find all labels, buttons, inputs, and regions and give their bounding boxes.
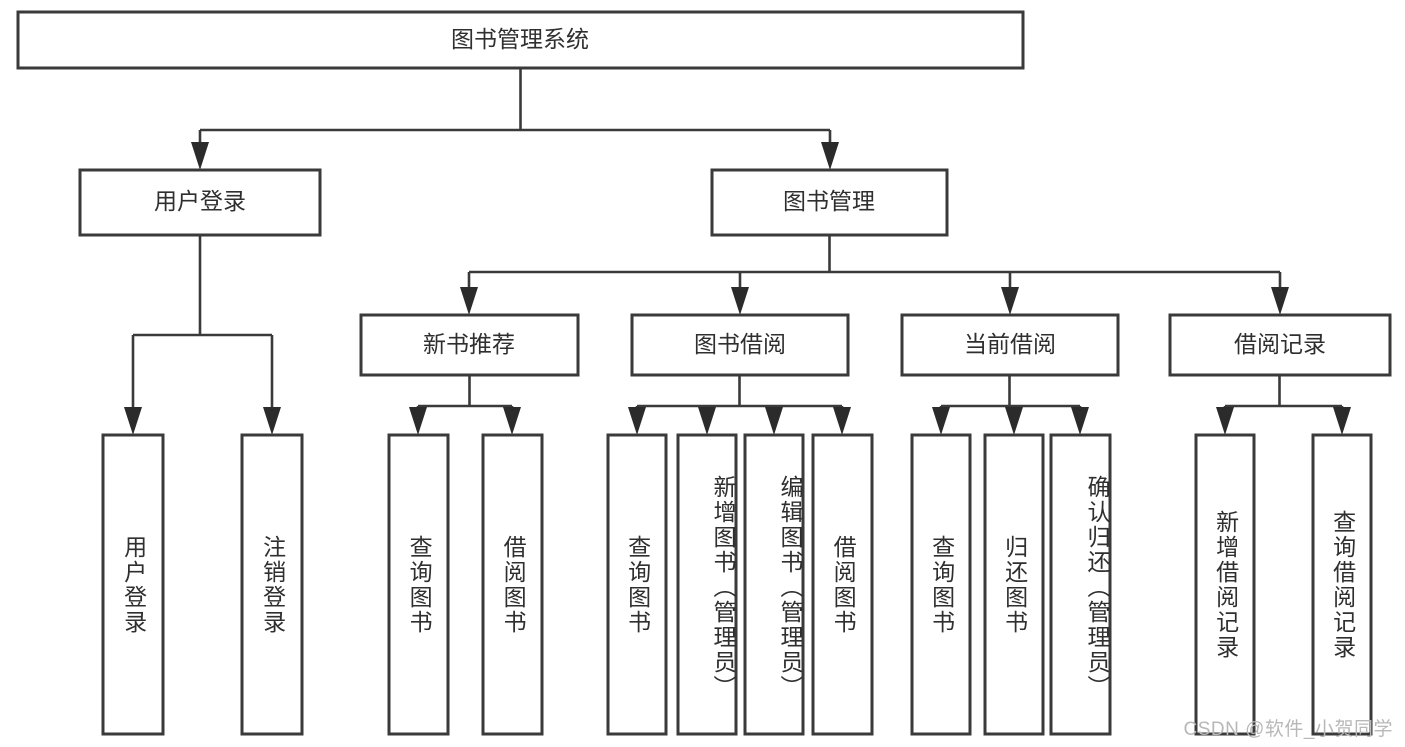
node-borrow-record-label: 借阅记录 <box>1234 331 1326 357</box>
arrow-head-new-book-rec <box>460 287 478 315</box>
node-leaf-add-book-label: 新增图书（管理员） <box>710 475 736 700</box>
arrow-head-book-manage <box>821 142 839 170</box>
arrow-head-user-login <box>191 142 209 170</box>
node-leaf-query-record-label: 查询借阅记录 <box>1329 509 1356 660</box>
node-borrow-record-box[interactable] <box>1168 313 1392 377</box>
arrow-head-leaf-query-book-1 <box>409 407 427 435</box>
node-leaf-query-record-box[interactable] <box>1311 433 1373 736</box>
node-current-borrow-label: 当前借阅 <box>964 331 1056 357</box>
arrow-head-leaf-borrow-book-1 <box>503 407 521 435</box>
arrow-head-current-borrow <box>1001 287 1019 315</box>
arrow-head-leaf-confirm-return <box>1071 407 1089 435</box>
node-leaf-query-book-2-label: 查询图书 <box>624 534 651 635</box>
arrow-head-leaf-add-book <box>698 407 716 435</box>
node-leaf-return-book-box[interactable] <box>983 433 1045 736</box>
node-book-borrow-label: 图书借阅 <box>694 331 786 357</box>
node-leaf-add-record-label: 新增借阅记录 <box>1212 509 1239 660</box>
node-leaf-borrow-book-1-box[interactable] <box>481 433 544 736</box>
arrow-head-leaf-query-record <box>1333 407 1351 435</box>
node-user-login-box[interactable] <box>78 168 322 237</box>
node-leaf-borrow-book-2-box[interactable] <box>811 433 874 736</box>
arrow-head-leaf-borrow-book-2 <box>833 407 851 435</box>
node-leaf-confirm-return-box[interactable] <box>1049 433 1112 736</box>
node-current-borrow-box[interactable] <box>900 313 1120 377</box>
node-leaf-add-book-box[interactable] <box>676 433 738 736</box>
node-leaf-return-book-label: 归还图书 <box>1001 534 1028 635</box>
arrow-head-borrow-record <box>1271 287 1289 315</box>
arrow-head-book-borrow <box>731 287 749 315</box>
arrow-head-leaf-add-record <box>1216 407 1234 435</box>
arrow-head-leaf-query-book-2 <box>628 407 646 435</box>
arrow-head-leaf-edit-book <box>765 407 783 435</box>
node-leaf-confirm-return-label: 确认归还（管理员） <box>1084 475 1110 700</box>
arrow-head-leaf-user-logout <box>263 407 281 435</box>
node-leaf-borrow-book-1-label: 借阅图书 <box>500 534 527 635</box>
node-leaf-user-login-box[interactable] <box>101 433 165 736</box>
node-leaf-borrow-book-2-label: 借阅图书 <box>830 534 857 635</box>
node-book-borrow-box[interactable] <box>630 313 850 377</box>
node-leaf-query-book-1-box[interactable] <box>387 433 450 736</box>
csdn-watermark: CSDN @软件_小贺同学 <box>1183 719 1393 740</box>
node-book-manage-label: 图书管理 <box>783 188 875 214</box>
arrow-head-leaf-user-login <box>124 407 142 435</box>
node-leaf-user-logout-box[interactable] <box>240 433 304 736</box>
connector-layer <box>124 68 1351 435</box>
node-leaf-query-book-3-box[interactable] <box>910 433 972 736</box>
node-root-box[interactable] <box>16 10 1025 70</box>
node-leaf-add-record-box[interactable] <box>1194 433 1256 736</box>
node-user-login-label: 用户登录 <box>154 188 246 214</box>
node-book-manage-box[interactable] <box>710 168 949 237</box>
node-leaf-edit-book-label: 编辑图书（管理员） <box>777 475 803 700</box>
node-leaf-edit-book-box[interactable] <box>743 433 805 736</box>
node-leaf-query-book-2-box[interactable] <box>606 433 668 736</box>
arrow-head-leaf-query-book-3 <box>932 407 950 435</box>
node-new-book-rec-label: 新书推荐 <box>423 331 515 357</box>
arrow-head-leaf-return-book <box>1005 407 1023 435</box>
node-leaf-user-login-label: 用户登录 <box>120 534 147 635</box>
node-root-label: 图书管理系统 <box>451 26 589 52</box>
node-leaf-user-logout-label: 注销登录 <box>259 534 286 635</box>
node-leaf-query-book-1-label: 查询图书 <box>406 534 433 635</box>
node-new-book-rec-box[interactable] <box>359 313 580 377</box>
node-leaf-query-book-3-label: 查询图书 <box>928 534 955 635</box>
node-box-layer: 图书管理系统 用户登录 图书管理 新书推荐 图书借阅 当前借阅 借阅记录 <box>16 10 1392 736</box>
